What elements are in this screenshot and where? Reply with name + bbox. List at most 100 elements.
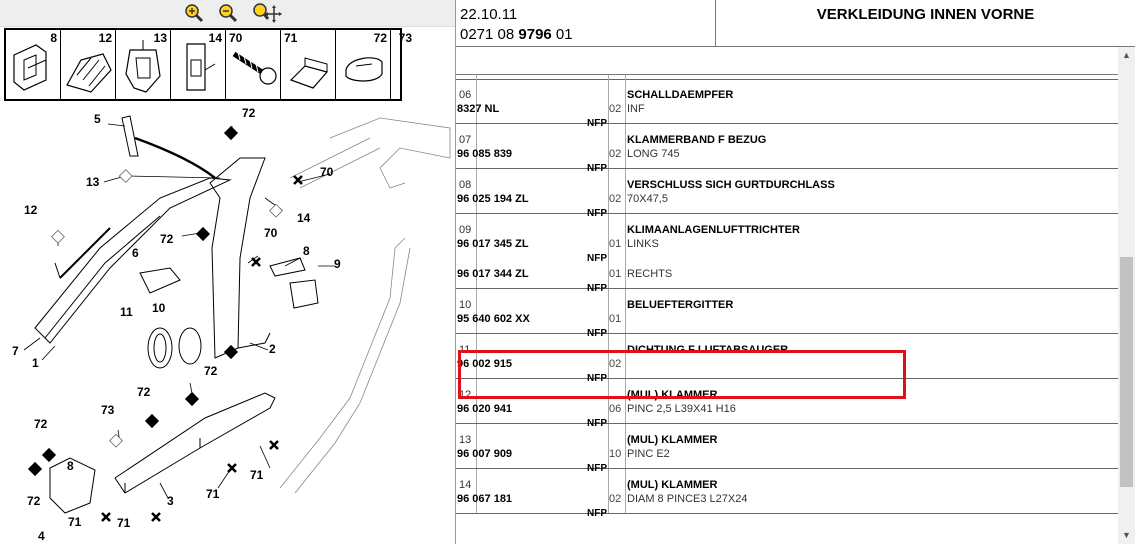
thumbnail-13[interactable]: 13: [116, 30, 171, 99]
part-number[interactable]: 96 020 941: [457, 403, 513, 415]
col-partnum: [477, 334, 609, 378]
nfp-flag: NFP: [587, 283, 607, 294]
part-detail: PINC E2: [627, 448, 670, 460]
callout-72: 72: [137, 385, 151, 399]
row-index: 07: [459, 134, 472, 146]
header-date: 22.10.11: [460, 6, 518, 23]
thumbnail-72[interactable]: 72: [336, 30, 391, 99]
thumbnail-12[interactable]: 12: [61, 30, 116, 99]
zoom-in-icon[interactable]: [183, 2, 205, 24]
callout-10: 10: [152, 301, 166, 315]
row-index: 10: [459, 299, 472, 311]
part-number[interactable]: 96 017 345 ZL: [457, 238, 529, 250]
clip-drawing: [125, 40, 161, 93]
callout-72: 72: [160, 232, 174, 246]
col-qty: [609, 214, 626, 288]
nfp-flag: NFP: [587, 373, 607, 384]
callout-4: 4: [38, 529, 45, 543]
callout-1: 1: [32, 356, 39, 370]
col-partnum: [477, 75, 609, 79]
part-detail: DIAM 8 PINCE3 L27X24: [627, 493, 748, 505]
callout-7: 7: [12, 344, 19, 358]
scroll-down-arrow-icon[interactable]: ▼: [1122, 530, 1131, 540]
col-qty: [609, 469, 626, 513]
scroll-thumb[interactable]: [1120, 257, 1133, 487]
part-quantity: 02: [609, 358, 622, 370]
zoom-pan-icon[interactable]: [252, 2, 282, 24]
parts-table: NFP06SCHALLDAEMPFER8327 NL02INFNFP07KLAM…: [456, 75, 1118, 544]
part-title: BELUEFTERGITTER: [627, 299, 734, 311]
thumbnail-number: 72: [373, 31, 387, 45]
part-quantity: 10: [609, 448, 622, 460]
exploded-parts-diagram: 5 72 13 70 14 12 72 6 70 8 9 11 10 7 1 2…: [0, 98, 455, 544]
parts-drawing: 5 72 13 70 14 12 72 6 70 8 9 11 10 7 1 2…: [12, 106, 451, 543]
part-number[interactable]: 96 025 194 ZL: [457, 193, 529, 205]
callout-71: 71: [68, 515, 82, 529]
col-index: [456, 469, 477, 513]
thumbnail-number: 71: [284, 31, 298, 45]
col-index: [456, 424, 477, 468]
col-qty: [609, 169, 626, 213]
zoom-out-icon[interactable]: [217, 2, 239, 24]
fastener-thumbnail-strip: 8 12 13 14 70 71 72 73: [4, 28, 412, 101]
part-title: (MUL) KLAMMER: [627, 389, 718, 401]
cap-drawing: [345, 57, 383, 82]
part-number[interactable]: 96 002 915: [457, 358, 513, 370]
row-index: 14: [459, 479, 472, 491]
col-qty: [609, 334, 626, 378]
part-detail: LINKS: [627, 238, 659, 250]
parts-list-pane: 22.10.11 0271 08 9796 01 VERKLEIDUNG INN…: [456, 0, 1135, 544]
thumbnail-number: 73: [398, 31, 412, 45]
header-reference: 0271 08 9796 01: [460, 26, 573, 43]
thumbnail-number: 14: [208, 31, 222, 45]
part-number[interactable]: 96 017 344 ZL: [457, 268, 529, 280]
part-quantity: 02: [609, 103, 622, 115]
thumbnail-8[interactable]: 8: [6, 30, 61, 99]
ref-suffix: 01: [551, 26, 573, 43]
callout-2: 2: [269, 342, 276, 356]
part-number[interactable]: 96 067 181: [457, 493, 513, 505]
col-index: [456, 379, 477, 423]
callout-3: 3: [167, 494, 174, 508]
nfp-flag: NFP: [587, 118, 607, 129]
part-quantity: 01: [609, 313, 622, 325]
nfp-flag: NFP: [587, 328, 607, 339]
part-quantity: 02: [609, 193, 622, 205]
callout-71: 71: [206, 487, 220, 501]
col-partnum: [477, 79, 609, 123]
ref-bold: 9796: [518, 26, 552, 43]
part-detail: PINC 2,5 L39X41 H16: [627, 403, 736, 415]
nfp-flag: NFP: [584, 75, 604, 78]
part-number[interactable]: 95 640 602 XX: [457, 313, 530, 325]
thumbnail-71[interactable]: 71: [281, 30, 336, 99]
thumbnail-number: 8: [50, 31, 57, 45]
row-index: 08: [459, 179, 472, 191]
col-qty: [609, 75, 626, 79]
diagram-pane: 8 12 13 14 70 71 72 73: [0, 0, 456, 544]
nfp-flag: NFP: [587, 163, 607, 174]
col-partnum: [477, 424, 609, 468]
thumbnail-14[interactable]: 14: [171, 30, 226, 99]
part-number[interactable]: 96 085 839: [457, 148, 513, 160]
nfp-flag: NFP: [587, 418, 607, 429]
table-row-partial: NFP: [456, 75, 1118, 80]
part-number[interactable]: 8327 NL: [457, 103, 500, 115]
part-number[interactable]: 96 007 909: [457, 448, 513, 460]
col-index: [456, 124, 477, 168]
col-partnum: [477, 379, 609, 423]
part-title: SCHALLDAEMPFER: [627, 89, 734, 101]
thumbnail-70[interactable]: 70: [226, 30, 281, 99]
thumbnail-73[interactable]: 73: [391, 30, 412, 99]
scroll-up-arrow-icon[interactable]: ▲: [1122, 50, 1131, 60]
vertical-scrollbar[interactable]: ▲ ▼: [1118, 47, 1135, 544]
nfp-flag: NFP: [587, 508, 607, 519]
